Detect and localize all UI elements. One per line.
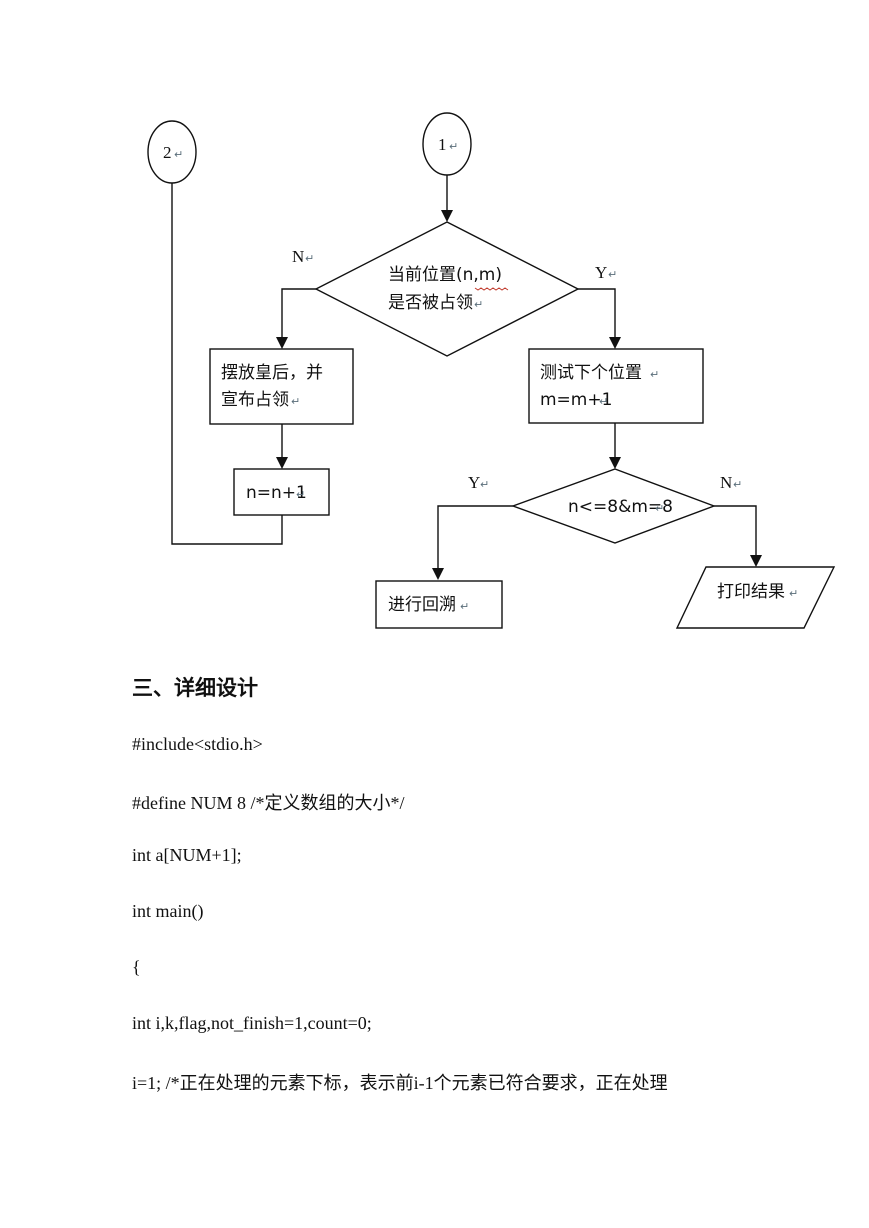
paragraph-mark: ↵ [449, 140, 458, 153]
decision-occupied-yes-line [578, 288, 616, 339]
decision-bound-label: n<=8&m=8 [568, 497, 673, 517]
spellcheck-squiggle [474, 287, 509, 291]
decision-bound-no-line [714, 505, 757, 557]
paragraph-mark: ↵ [650, 368, 659, 381]
yes-label: Y [468, 473, 480, 492]
backtrack-label: 进行回溯 [388, 595, 456, 615]
yes-label: Y [595, 263, 607, 282]
place-queen-line1: 摆放皇后，并 [221, 363, 323, 383]
arrowhead [609, 337, 621, 349]
place-queen-line2: 宣布占领 [221, 390, 289, 410]
print-result-label: 打印结果 [717, 582, 785, 602]
decision-occupied-line2: 是否被占领 [388, 293, 473, 313]
paragraph-mark: ↵ [789, 587, 798, 600]
paragraph-mark: ↵ [174, 148, 183, 161]
code-line: i=1; /*正在处理的元素下标，表示前i-1个元素已符合要求，正在处理 [132, 1073, 668, 1093]
paragraph-mark: ↵ [480, 478, 489, 491]
test-next-box [528, 348, 704, 424]
arrowhead [276, 337, 288, 349]
decision-occupied-no-line [281, 288, 316, 339]
decision-bound-yes-line [437, 505, 513, 570]
decision-occupied-line1: 当前位置(n,m) [388, 265, 502, 285]
decision-bound-diamond [510, 468, 716, 544]
paragraph-mark: ↵ [460, 600, 469, 613]
arrowhead [441, 210, 453, 222]
flowchart-diagram: 2 ↵ 1 ↵ 当前位置(n,m) 是否被占领 ↵ N ↵ Y ↵ 摆放皇后，并… [147, 112, 836, 629]
paragraph-mark: ↵ [474, 298, 483, 311]
paragraph-mark: ↵ [291, 395, 300, 408]
paragraph-mark: ↵ [599, 395, 608, 408]
test-next-line1: 测试下个位置 [540, 363, 642, 383]
paragraph-mark: ↵ [733, 478, 742, 491]
loop-back-line [171, 183, 283, 545]
decision-occupied-diamond [314, 221, 580, 357]
paragraph-mark: ↵ [655, 502, 664, 515]
test-next-line2: m=m+1 [540, 390, 612, 410]
code-line: int main() [132, 901, 204, 921]
connector-2-label: 2 [163, 143, 172, 162]
code-line: int a[NUM+1]; [132, 845, 242, 865]
code-line: { [132, 957, 141, 977]
connector-2-circle [147, 120, 197, 184]
increment-n-box [233, 468, 330, 516]
increment-n-label: n=n+1 [246, 483, 307, 503]
code-line: #define NUM 8 /*定义数组的大小*/ [132, 793, 405, 813]
section-heading: 三、详细设计 [132, 676, 258, 700]
no-label: N [292, 247, 304, 266]
connector-1-circle [422, 112, 472, 176]
arrowhead [750, 555, 762, 567]
backtrack-box [375, 580, 503, 629]
paragraph-mark: ↵ [305, 252, 314, 265]
connector-1-label: 1 [438, 135, 447, 154]
arrowhead [276, 457, 288, 469]
arrowhead [432, 568, 444, 580]
arrowhead [609, 457, 621, 469]
place-queen-box [209, 348, 354, 425]
code-line: int i,k,flag,not_finish=1,count=0; [132, 1013, 372, 1033]
no-label: N [720, 473, 732, 492]
paragraph-mark: ↵ [296, 488, 305, 501]
paragraph-mark: ↵ [608, 268, 617, 281]
code-line: #include<stdio.h> [132, 734, 263, 754]
print-result-parallelogram [675, 566, 836, 629]
